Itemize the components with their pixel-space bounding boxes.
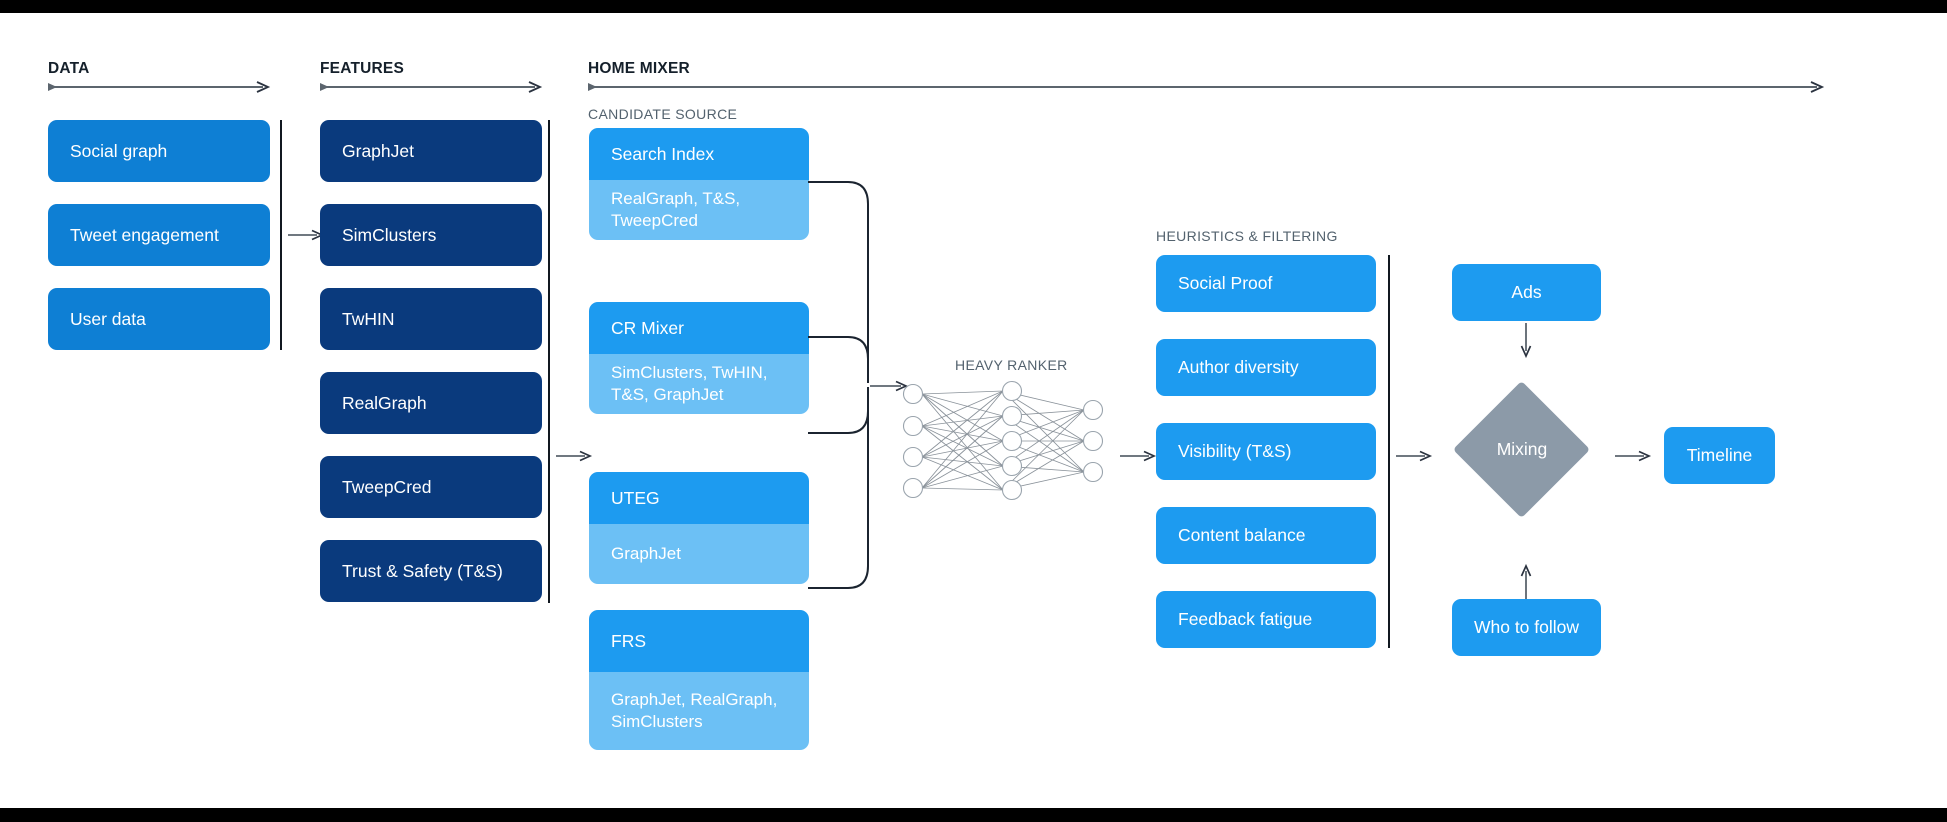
section-arrow-home-mixer (588, 80, 1825, 94)
feature-box-label: Trust & Safety (T&S) (342, 560, 503, 581)
heuristic-box-content-balance[interactable]: Content balance (1156, 507, 1376, 564)
heuristic-box-author-diversity[interactable]: Author diversity (1156, 339, 1376, 396)
feature-box-label: TwHIN (342, 308, 395, 329)
sublabel-heuristics-filtering: HEURISTICS & FILTERING (1156, 228, 1338, 244)
heuristic-box-label: Content balance (1178, 525, 1306, 546)
candidate-source-features: GraphJet (589, 524, 809, 584)
arrow-who-to-follow-to-mixing (1519, 563, 1533, 599)
sublabel-candidate-source: CANDIDATE SOURCE (588, 106, 738, 122)
mixing-input-who-to-follow[interactable]: Who to follow (1452, 599, 1601, 656)
candidate-source-title: FRS (589, 610, 809, 672)
arrow-mixing-to-timeline (1615, 449, 1652, 463)
heuristic-box-label: Social Proof (1178, 273, 1273, 294)
letterbox-bottom (0, 808, 1947, 822)
heuristic-box-label: Feedback fatigue (1178, 609, 1313, 630)
arrow-data-to-features (288, 228, 325, 242)
candidate-source-title: UTEG (589, 472, 809, 524)
candidate-source-features: GraphJet, RealGraph, SimClusters (589, 672, 809, 750)
feature-box-label: RealGraph (342, 392, 427, 413)
candidate-source-card-uteg[interactable]: UTEG GraphJet (589, 472, 809, 584)
feature-box-twhin[interactable]: TwHIN (320, 288, 542, 350)
feature-box-graphjet[interactable]: GraphJet (320, 120, 542, 182)
data-box-tweet-engagement[interactable]: Tweet engagement (48, 204, 270, 266)
ads-label: Ads (1511, 282, 1542, 303)
section-label-data: DATA (48, 60, 90, 77)
arrow-heuristics-to-mixing (1396, 449, 1433, 463)
section-label-home-mixer: HOME MIXER (588, 60, 690, 77)
candidate-source-features: RealGraph, T&S, TweepCred (589, 180, 809, 240)
who-to-follow-label: Who to follow (1473, 617, 1580, 638)
feature-box-tweepcred[interactable]: TweepCred (320, 456, 542, 518)
candidate-source-title: Search Index (589, 128, 809, 180)
heavy-ranker-network (900, 380, 1106, 501)
data-box-label: User data (70, 308, 146, 329)
heuristic-box-visibility[interactable]: Visibility (T&S) (1156, 423, 1376, 480)
candidate-source-features: SimClusters, TwHIN, T&S, GraphJet (589, 354, 809, 414)
feature-box-label: TweepCred (342, 476, 432, 497)
candidate-source-card-search-index[interactable]: Search Index RealGraph, T&S, TweepCred (589, 128, 809, 240)
candidate-source-card-frs[interactable]: FRS GraphJet, RealGraph, SimClusters (589, 610, 809, 750)
output-box-timeline[interactable]: Timeline (1664, 427, 1775, 484)
heuristic-box-social-proof[interactable]: Social Proof (1156, 255, 1376, 312)
candidate-source-card-cr-mixer[interactable]: CR Mixer SimClusters, TwHIN, T&S, GraphJ… (589, 302, 809, 414)
arrow-heavy-ranker-to-heuristics (1120, 449, 1157, 463)
section-label-features: FEATURES (320, 60, 404, 77)
section-arrow-data (48, 80, 271, 94)
mixing-input-ads[interactable]: Ads (1452, 264, 1601, 321)
mixing-diamond[interactable] (1452, 380, 1591, 519)
data-box-label: Tweet engagement (70, 224, 219, 245)
timeline-label: Timeline (1686, 445, 1753, 466)
data-box-social-graph[interactable]: Social graph (48, 120, 270, 182)
heuristic-box-feedback-fatigue[interactable]: Feedback fatigue (1156, 591, 1376, 648)
feature-box-simclusters[interactable]: SimClusters (320, 204, 542, 266)
connector-candidate-sources-merge (806, 150, 916, 670)
heuristic-box-label: Visibility (T&S) (1178, 441, 1292, 462)
divider-data-features (280, 120, 282, 350)
sublabel-heavy-ranker: HEAVY RANKER (955, 357, 1068, 373)
letterbox-top (0, 0, 1947, 13)
feature-box-trust-and-safety[interactable]: Trust & Safety (T&S) (320, 540, 542, 602)
divider-features-home-mixer (548, 120, 550, 603)
candidate-source-title: CR Mixer (589, 302, 809, 354)
feature-box-label: SimClusters (342, 224, 437, 245)
data-box-label: Social graph (70, 140, 168, 161)
arrow-features-to-candidate-source (556, 449, 593, 463)
data-box-user-data[interactable]: User data (48, 288, 270, 350)
arrow-ads-to-mixing (1519, 323, 1533, 359)
heuristic-box-label: Author diversity (1178, 357, 1299, 378)
feature-box-label: GraphJet (342, 140, 414, 161)
section-arrow-features (320, 80, 543, 94)
feature-box-realgraph[interactable]: RealGraph (320, 372, 542, 434)
divider-heuristics-mixing (1388, 255, 1390, 648)
